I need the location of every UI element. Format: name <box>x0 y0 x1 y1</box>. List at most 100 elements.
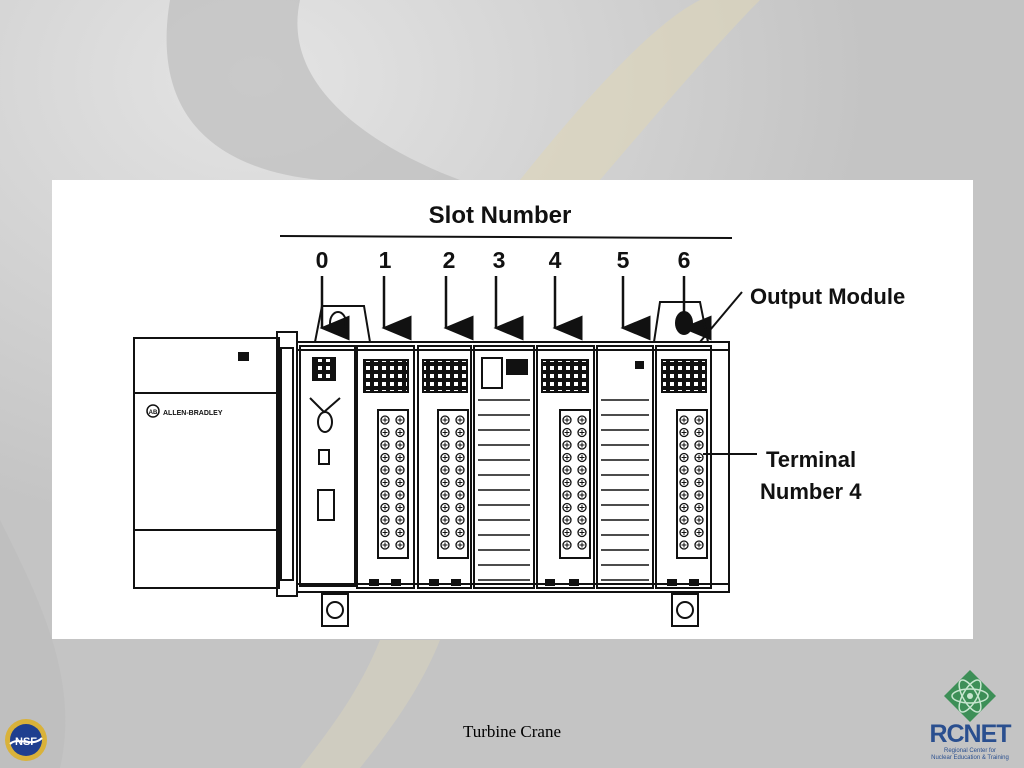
module-louvers <box>478 399 649 581</box>
terminal-screw-slot <box>397 530 403 535</box>
terminal-screw-slot <box>681 492 687 498</box>
terminal-screw-slot <box>564 430 570 435</box>
output-module-callout: Output Module <box>750 284 905 309</box>
processor-module-slot-0 <box>299 345 356 587</box>
terminal-screw-slot <box>564 480 570 485</box>
terminal-screw-slot <box>696 542 702 548</box>
terminal-screw-slot <box>579 530 585 535</box>
terminal-screw-slot <box>579 480 585 485</box>
rcnet-wordmark: RCNET <box>929 720 1011 748</box>
svg-text:AB: AB <box>149 410 158 416</box>
terminal-screw-slot <box>382 530 388 535</box>
io-module-slot-2 <box>417 345 472 589</box>
slot-label-5: 5 <box>617 247 630 273</box>
terminal-screw-slot <box>457 442 463 448</box>
terminal-screw-slot <box>681 542 687 548</box>
terminal-screw-slot <box>564 442 570 448</box>
terminal-screw-slot <box>681 442 687 448</box>
terminal-screw-slot <box>442 530 448 535</box>
terminal-screw-slot <box>382 505 388 510</box>
terminal-screw-slot <box>397 542 403 548</box>
terminal-screw-slot <box>397 442 403 448</box>
io-module-slot-1 <box>356 345 415 589</box>
terminal-screw-slot <box>579 517 585 523</box>
terminal-screw-slot <box>579 442 585 448</box>
terminal-screw-slot <box>457 417 463 423</box>
terminal-screw-slot <box>382 430 388 435</box>
terminal-screw-slot <box>442 442 448 448</box>
slide-footer-title: Turbine Crane <box>462 722 562 741</box>
slot-label-6: 6 <box>678 247 691 273</box>
slot-label-4: 4 <box>549 247 562 273</box>
terminal-screw-slot <box>382 542 388 548</box>
diagram-panel: Slot Number 0 1 2 3 4 5 6 AB <box>52 180 973 639</box>
terminal-screw-slot <box>564 492 570 498</box>
terminal-screw-slot <box>681 517 687 523</box>
header-underline <box>279 235 733 239</box>
terminal-screw-slot <box>442 492 448 498</box>
terminal-screw-slot <box>442 467 448 473</box>
terminal-screw-slot <box>696 467 702 473</box>
terminal-screw-slot <box>564 542 570 548</box>
terminal-screw-slot <box>457 430 463 435</box>
terminal-screw-slot <box>696 430 702 435</box>
plc-rack-diagram: Slot Number 0 1 2 3 4 5 6 AB <box>133 202 905 627</box>
nsf-logo: NSF <box>5 719 47 761</box>
terminal-screw-slot <box>457 542 463 548</box>
power-supply <box>133 337 280 589</box>
terminal-screw-slot <box>696 442 702 448</box>
terminal-screw-slot <box>696 530 702 535</box>
terminal-screw-slot <box>696 505 702 510</box>
output-module-slot-6 <box>655 345 712 589</box>
slot-number-header: Slot Number <box>429 202 572 229</box>
terminal-screw-slot <box>442 417 448 423</box>
terminal-screw-slot <box>579 455 585 460</box>
terminal-screw-slot <box>397 517 403 523</box>
terminal-screw-slot <box>564 530 570 535</box>
terminal-screw-slot <box>442 517 448 523</box>
terminal-screw-slot <box>397 430 403 435</box>
io-module-slot-4 <box>536 345 595 589</box>
terminal-screw-slot <box>382 442 388 448</box>
terminal-callout-line2: Number 4 <box>760 479 862 504</box>
terminal-screw-slot <box>382 517 388 523</box>
terminal-screw-slot <box>579 505 585 510</box>
terminal-screw-slot <box>397 492 403 498</box>
terminal-screw-slot <box>457 492 463 498</box>
terminal-screw-slot <box>457 455 463 460</box>
rcnet-subtitle: Regional Center for Nuclear Education & … <box>920 748 1020 762</box>
rcnet-atom-icon <box>944 670 996 722</box>
terminal-screw-slot <box>696 480 702 485</box>
io-module-slot-3 <box>473 345 535 589</box>
terminal-screw-slot <box>382 480 388 485</box>
slot-label-0: 0 <box>316 247 329 273</box>
slot-label-2: 2 <box>443 247 456 273</box>
terminal-screw-slot <box>397 480 403 485</box>
allen-bradley-logo: AB ALLEN-BRADLEY <box>146 404 223 418</box>
terminal-screw-slot <box>564 467 570 473</box>
rcnet-subtitle-line1: Regional Center for <box>943 748 997 754</box>
terminal-screw-slot <box>397 467 403 473</box>
terminal-callout-line1: Terminal <box>766 447 856 472</box>
terminal-screw-slot <box>442 455 448 460</box>
terminal-screw-slot <box>579 467 585 473</box>
io-module-slot-5 <box>596 345 654 589</box>
slot-label-3: 3 <box>493 247 506 273</box>
terminal-screw-slot <box>397 455 403 460</box>
terminal-screw-slot <box>579 492 585 498</box>
terminal-screw-slot <box>442 480 448 485</box>
terminal-screw-slot <box>457 480 463 485</box>
terminal-screw-slot <box>696 492 702 498</box>
mounting-tabs <box>314 301 709 627</box>
terminal-screw-slot <box>382 455 388 460</box>
terminal-screw-slot <box>681 430 687 435</box>
terminal-screws <box>380 415 704 550</box>
terminal-screw-slot <box>457 505 463 510</box>
terminal-screw-slot <box>397 505 403 510</box>
terminal-screw-slot <box>442 542 448 548</box>
terminal-screw-slot <box>382 467 388 473</box>
terminal-screw-slot <box>397 417 403 423</box>
terminal-screw-slot <box>382 417 388 423</box>
terminal-screw-slot <box>681 480 687 485</box>
terminal-screw-slot <box>457 467 463 473</box>
